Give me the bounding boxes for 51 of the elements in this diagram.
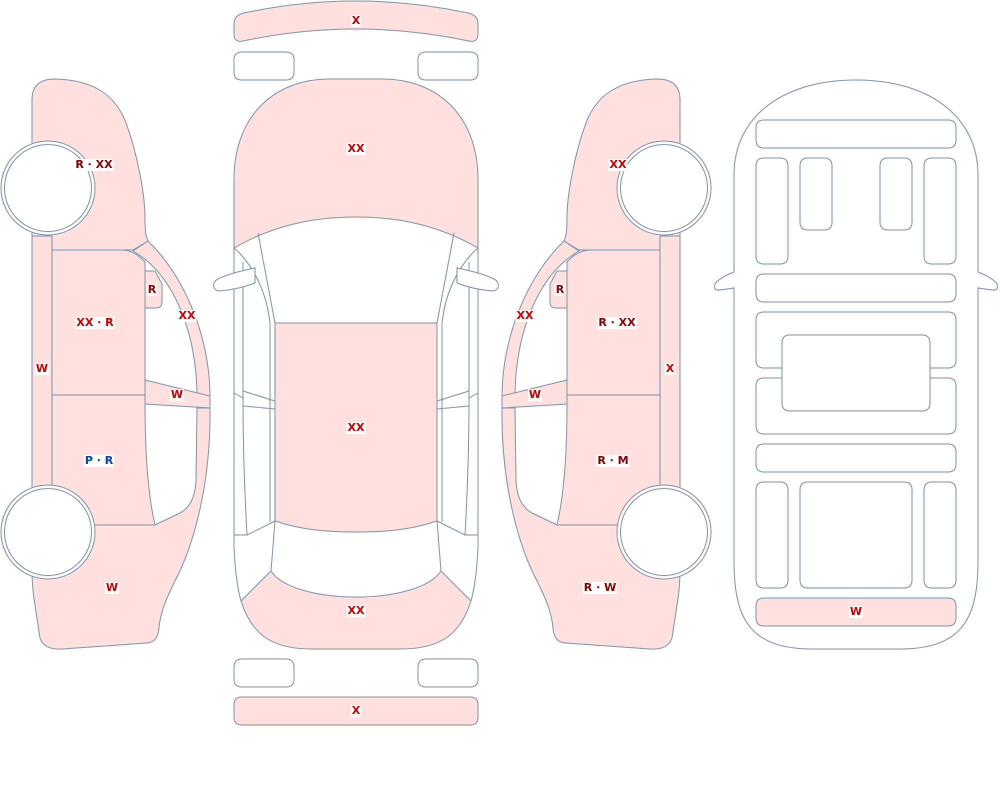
damage-code: XX: [346, 422, 366, 434]
damage-code: X: [664, 363, 676, 375]
damage-code: X: [350, 705, 362, 717]
damage-code: R · W: [582, 582, 618, 594]
taillight-panel: [233, 658, 295, 688]
roof-panel: [274, 322, 438, 533]
headlight-panel: [417, 51, 479, 81]
damage-code: W: [34, 363, 50, 375]
damage-code: W: [848, 606, 864, 618]
damage-code: XX: [608, 159, 628, 171]
bumper-panel: [233, 696, 479, 726]
damage-code: W: [170, 389, 184, 401]
window-trim-panel: [144, 379, 211, 409]
headlight-panel: [233, 51, 295, 81]
hood-panel: [233, 78, 479, 249]
interior-panel: [923, 157, 957, 265]
rocker-panel: [659, 235, 681, 489]
interior-panel: [923, 481, 957, 589]
interior-panel: [781, 334, 931, 412]
interior-panel: [755, 443, 957, 473]
interior-panel: [755, 157, 789, 265]
interior-panel: [799, 157, 833, 231]
damage-code: R · XX: [597, 317, 637, 329]
damage-code: R: [554, 284, 566, 296]
damage-code: XX · R: [75, 317, 115, 329]
interior-panel: [755, 481, 789, 589]
interior-panel: [755, 119, 957, 149]
window-trim-panel: [501, 379, 568, 409]
trunk-panel: [240, 570, 472, 650]
door-panel: [566, 249, 661, 396]
damage-code: W: [104, 582, 120, 594]
damage-code: XX: [346, 605, 366, 617]
damage-code: P · R: [84, 455, 114, 467]
interior-panel: [879, 157, 913, 231]
interior-panel: [799, 481, 913, 589]
interior-panel: [755, 273, 957, 303]
damage-code: XX: [346, 143, 366, 155]
door-panel: [51, 249, 146, 396]
damage-code: R: [146, 284, 158, 296]
taillight-panel: [417, 658, 479, 688]
damage-code: R · M: [596, 455, 630, 467]
bumper-panel: [233, 0, 479, 43]
damage-code: X: [350, 15, 362, 27]
damage-code: XX: [516, 310, 534, 322]
mirror-panel: [144, 270, 163, 309]
damage-code: R · XX: [74, 159, 114, 171]
damage-code: XX: [178, 310, 196, 322]
interior-panel: [755, 597, 957, 627]
rocker-panel: [31, 235, 53, 489]
damage-code: W: [528, 389, 542, 401]
mirror-panel: [549, 270, 568, 309]
